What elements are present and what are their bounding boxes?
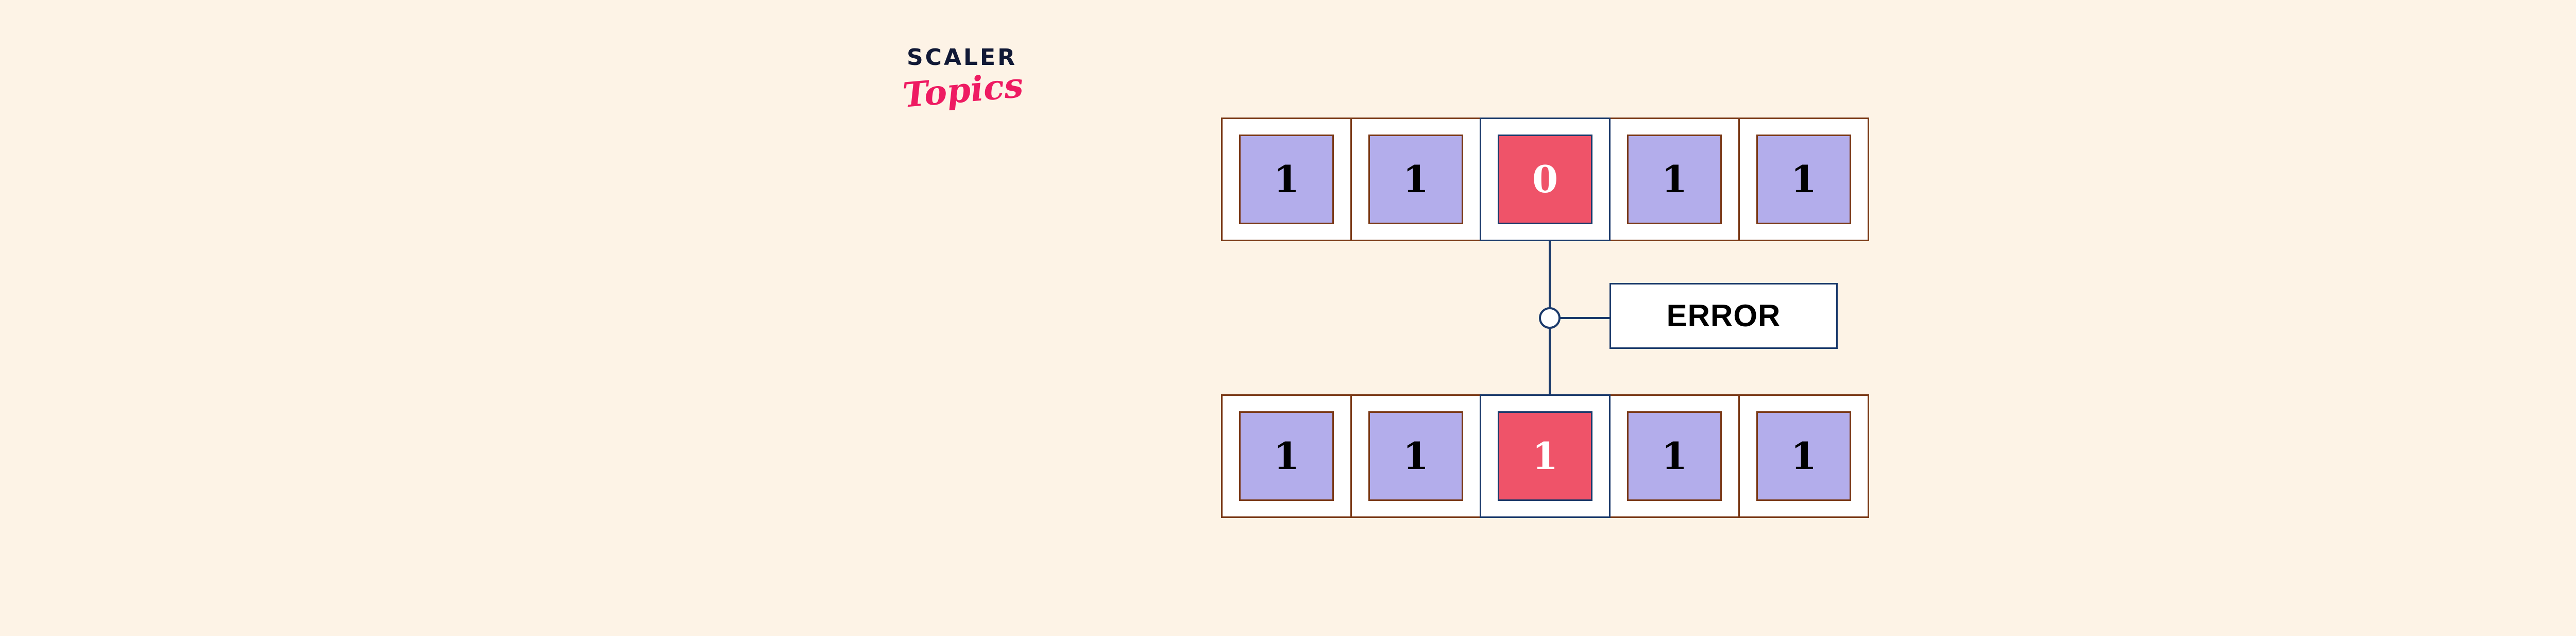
bit-value: 0 xyxy=(1498,135,1592,224)
bit-value: 1 xyxy=(1627,135,1722,224)
scaler-topics-logo: SCALER Topics xyxy=(901,44,1025,130)
bit-value: 1 xyxy=(1756,411,1851,501)
bit-value: 1 xyxy=(1756,135,1851,224)
bit-cell[interactable]: 1 xyxy=(1221,118,1352,241)
received-data-row: 1 1 1 1 1 xyxy=(1221,394,1869,518)
error-annotation-box: ERROR xyxy=(1609,283,1838,349)
bit-value: 1 xyxy=(1239,135,1334,224)
bit-cell[interactable]: 1 xyxy=(1738,394,1869,518)
bit-cell-error[interactable]: 1 xyxy=(1480,394,1611,518)
bit-value: 1 xyxy=(1368,135,1463,224)
bit-cell[interactable]: 1 xyxy=(1609,394,1740,518)
bit-cell[interactable]: 1 xyxy=(1738,118,1869,241)
bit-cell-error[interactable]: 0 xyxy=(1480,118,1611,241)
bit-value: 1 xyxy=(1498,411,1592,501)
bit-cell[interactable]: 1 xyxy=(1350,118,1481,241)
bit-value: 1 xyxy=(1627,411,1722,501)
logo-wordmark-topics: Topics xyxy=(901,64,1025,115)
connector-node-icon xyxy=(1539,307,1561,329)
bit-cell[interactable]: 1 xyxy=(1221,394,1352,518)
bit-value: 1 xyxy=(1239,411,1334,501)
error-label: ERROR xyxy=(1666,298,1781,333)
bit-value: 1 xyxy=(1368,411,1463,501)
logo-wordmark-scaler: SCALER xyxy=(906,44,1017,71)
bit-cell[interactable]: 1 xyxy=(1609,118,1740,241)
bit-cell[interactable]: 1 xyxy=(1350,394,1481,518)
sent-data-row: 1 1 0 1 1 xyxy=(1221,118,1869,241)
